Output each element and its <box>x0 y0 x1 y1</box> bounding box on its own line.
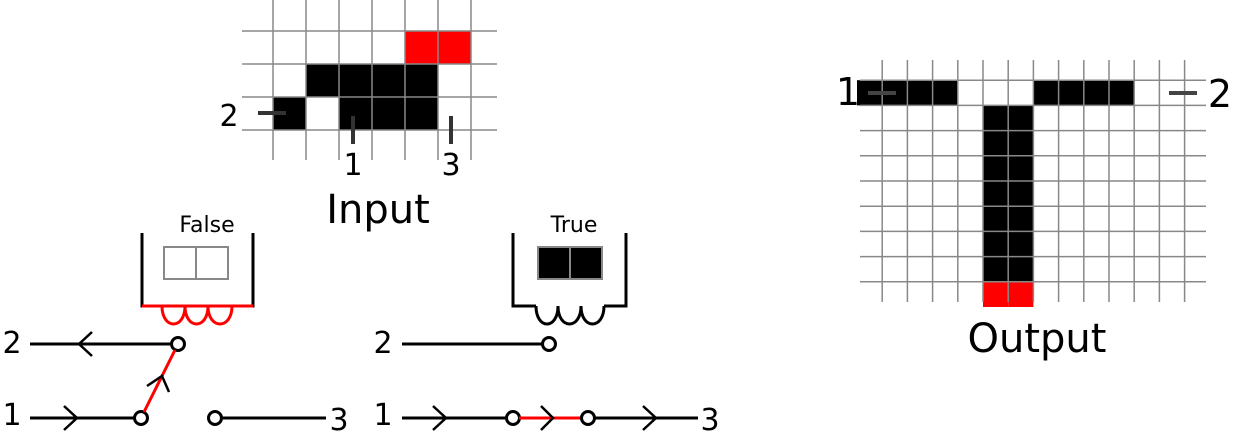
relay-false-coil <box>160 305 234 326</box>
output-black-cell <box>1008 206 1034 232</box>
relay-true-contact-2 <box>541 336 557 352</box>
output-black-cell <box>1008 130 1034 156</box>
input-black-cell <box>372 64 405 97</box>
output-port-2-label: 2 <box>1208 72 1232 116</box>
input-black-cell <box>405 97 438 130</box>
input-black-cell <box>339 64 372 97</box>
output-black-cell <box>1008 256 1034 282</box>
relay-true-coil <box>534 305 606 326</box>
relay-false: False 2 1 3 <box>2 213 348 432</box>
output-black-cell <box>983 181 1009 207</box>
relay-false-port-3-label: 3 <box>329 403 348 432</box>
output-black-cell <box>983 105 1009 131</box>
output-black-cell <box>983 130 1009 156</box>
output-black-cell <box>1008 231 1034 257</box>
output-black-cell <box>1008 181 1034 207</box>
relay-false-arm-arrow <box>146 374 171 393</box>
output-grid: 1 2 Output <box>836 60 1232 362</box>
output-cells <box>857 80 1135 307</box>
relay-true-bracket-right <box>604 233 628 308</box>
output-black-cell <box>907 80 933 106</box>
output-port-1-label: 1 <box>836 70 860 114</box>
input-black-cell <box>405 64 438 97</box>
output-black-cell <box>1033 80 1059 106</box>
relay-false-port-1-label: 1 <box>2 398 21 432</box>
input-black-cell <box>306 64 339 97</box>
relay-false-arrow-2 <box>77 331 93 357</box>
relay-true-arrow-1 <box>432 405 448 431</box>
input-black-cell <box>339 97 372 130</box>
input-red-cell <box>405 31 438 64</box>
relay-true-port-3-label: 3 <box>700 403 719 432</box>
output-black-cell <box>1008 155 1034 181</box>
output-red-cell <box>983 281 1009 307</box>
input-black-cell <box>372 97 405 130</box>
relay-false-bracket-left <box>140 233 162 308</box>
output-black-cell <box>983 256 1009 282</box>
input-grid-lines <box>242 0 497 160</box>
relay-false-contact-3 <box>207 410 223 426</box>
input-red-cell <box>438 31 471 64</box>
input-grid: 2 1 3 Input <box>219 0 497 233</box>
input-port-2-label: 2 <box>219 99 238 134</box>
output-black-cell <box>983 206 1009 232</box>
output-grid-lines <box>860 60 1206 302</box>
relay-true: True 2 1 3 <box>373 213 719 432</box>
relay-true-contact-3 <box>580 410 596 426</box>
relay-false-contact-2 <box>170 336 186 352</box>
input-port-3-label: 3 <box>441 148 460 183</box>
relay-false-switch-arm <box>142 349 177 413</box>
output-black-cell <box>932 80 958 106</box>
output-title: Output <box>968 316 1107 362</box>
relay-false-contact-1 <box>133 410 149 426</box>
relay-false-bracket-right <box>232 233 255 308</box>
relay-false-port-2-label: 2 <box>2 326 21 361</box>
relay-true-bridge-arrow <box>540 405 555 431</box>
output-black-cell <box>983 231 1009 257</box>
output-black-cell <box>1058 80 1084 106</box>
relay-false-arrow-1 <box>63 405 79 431</box>
relay-true-arrow-3 <box>642 405 658 431</box>
output-red-cell <box>1008 281 1034 307</box>
relay-false-state-label: False <box>179 213 234 238</box>
output-black-cell <box>1083 80 1109 106</box>
input-port-1-label: 1 <box>343 148 362 183</box>
output-black-cell <box>983 155 1009 181</box>
input-title: Input <box>326 187 430 233</box>
relay-true-state-label: True <box>550 213 598 238</box>
relay-true-port-2-label: 2 <box>373 326 392 361</box>
output-black-cell <box>1109 80 1135 106</box>
relay-true-bracket-left <box>511 233 536 308</box>
relay-true-contact-1 <box>505 410 521 426</box>
relay-true-port-1-label: 1 <box>373 398 392 432</box>
output-black-cell <box>1008 105 1034 131</box>
